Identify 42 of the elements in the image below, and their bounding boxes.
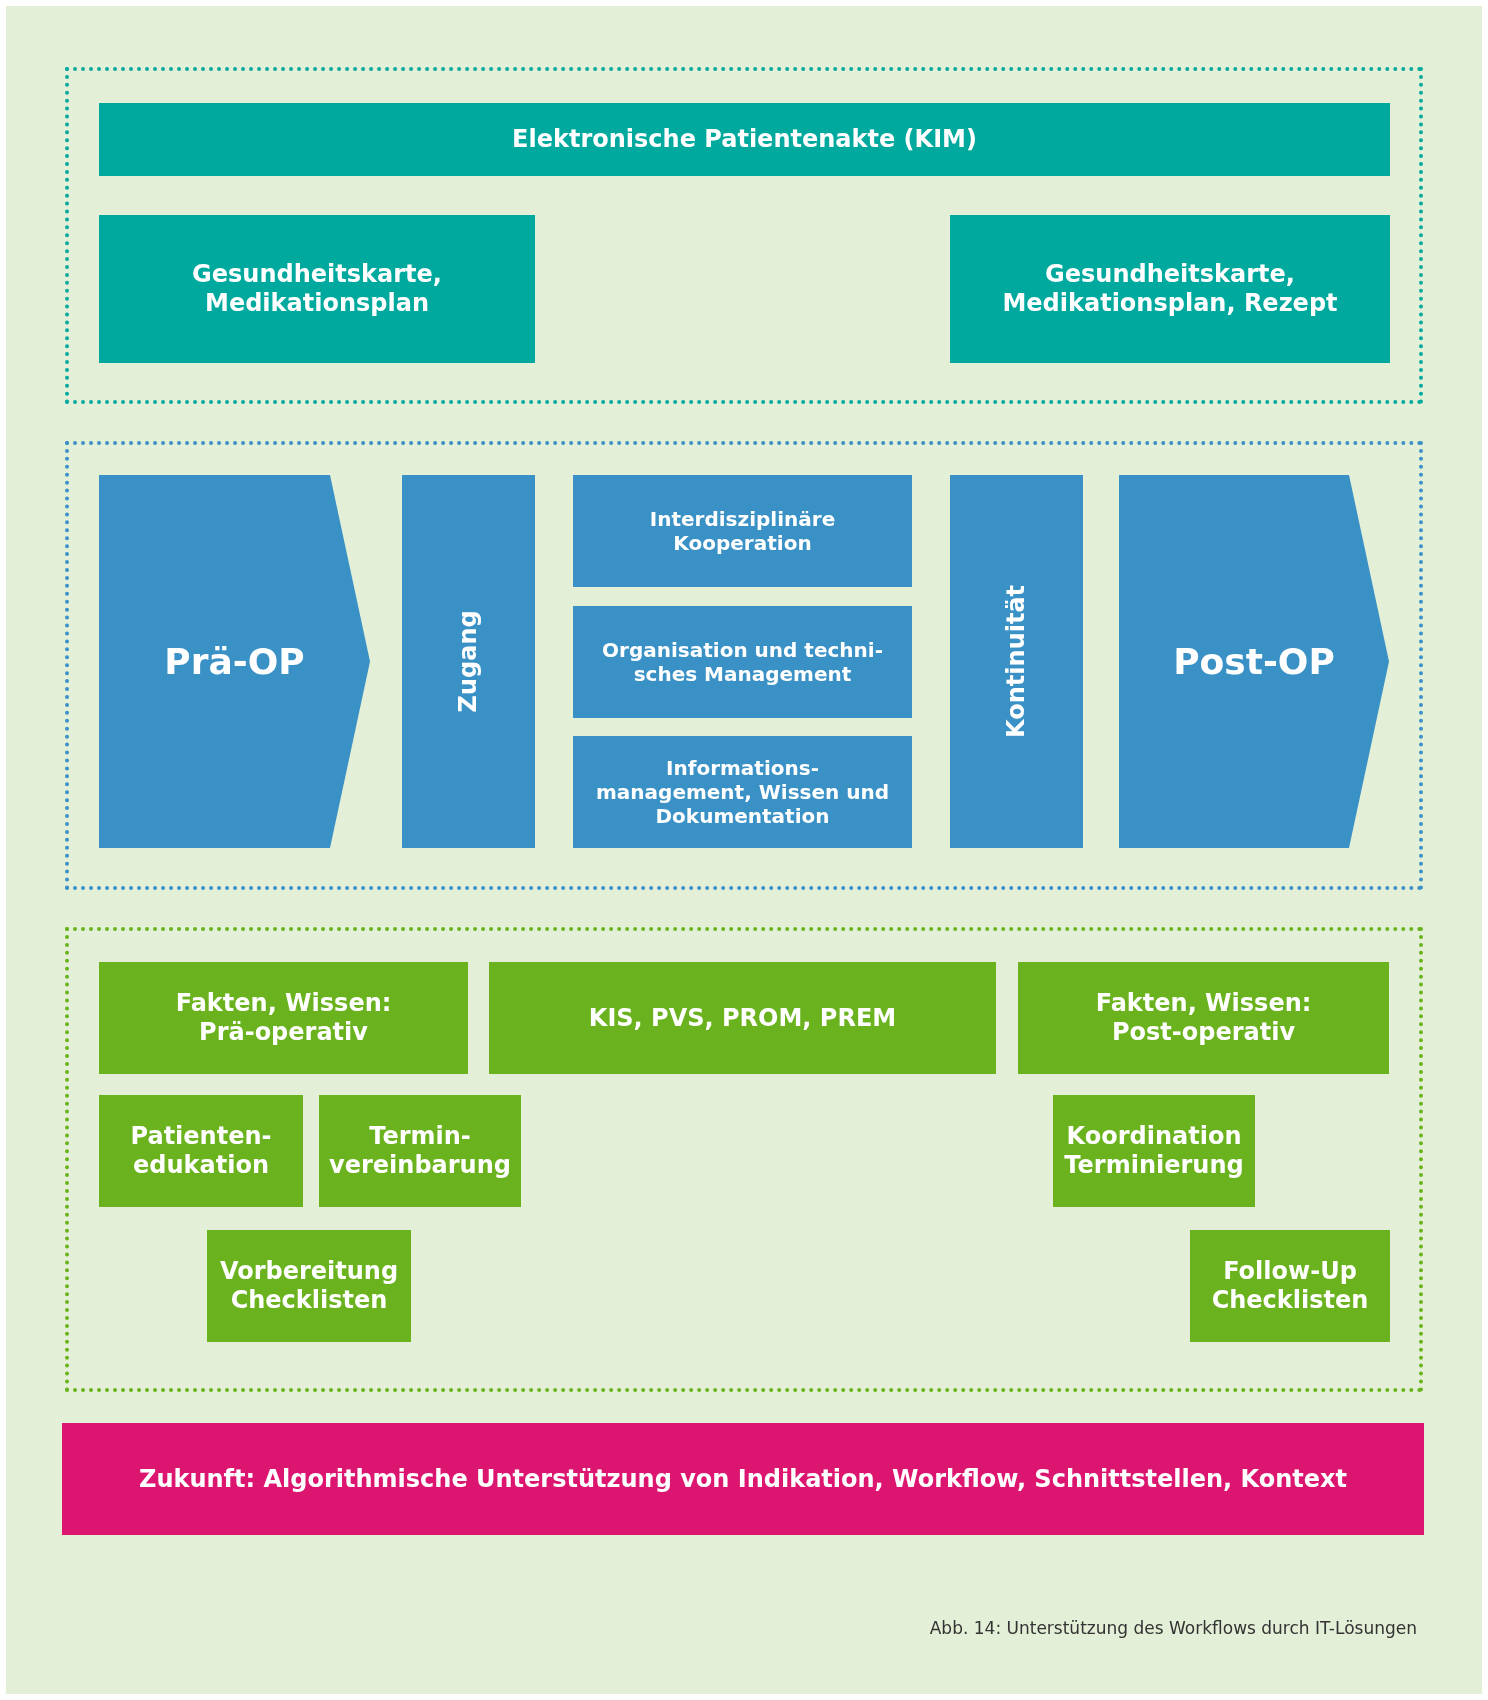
box-label: Vorbereitung Checklisten: [218, 1257, 400, 1315]
process-box: [489, 962, 996, 1074]
process-box: [207, 1230, 411, 1342]
process-box: [573, 475, 912, 587]
dotted-group-frame: [65, 927, 1423, 1392]
chevron-arrow: [1119, 475, 1389, 848]
box-label: KIS, PVS, PROM, PREM: [587, 1003, 898, 1033]
box-label: Prä-OP: [163, 639, 306, 684]
process-box: [1018, 962, 1389, 1074]
box-label: Gesundheitskarte, Medikationsplan: [191, 260, 443, 318]
figure-caption: Abb. 14: Unterstützung des Workflows durch IT-Lösungen: [929, 1618, 1417, 1638]
box-label: Termin- vereinbarung: [328, 1122, 512, 1180]
process-box: [1053, 1095, 1255, 1207]
process-box: [319, 1095, 521, 1207]
box-label: Gesundheitskarte, Medikationsplan, Rezept: [1001, 260, 1339, 318]
box-label: Zugang: [454, 610, 483, 713]
box-label: Post-OP: [1172, 639, 1336, 684]
process-box: [1190, 1230, 1390, 1342]
box-label: Elektronische Patientenakte (KIM): [511, 125, 978, 154]
chevron-arrow: [99, 475, 370, 848]
box-label: Informations- management, Wissen und Dokumentation: [595, 756, 890, 828]
process-box: [573, 736, 912, 848]
process-box: [950, 215, 1390, 363]
process-box: [99, 1095, 303, 1207]
box-label: Patienten- edukation: [129, 1122, 273, 1180]
box-label: Kontinuität: [1002, 585, 1031, 738]
column-box: [950, 475, 1083, 848]
box-label: Fakten, Wissen: Prä-operativ: [174, 989, 393, 1047]
process-box: [99, 962, 468, 1074]
box-label: Fakten, Wissen: Post-operativ: [1094, 989, 1313, 1047]
column-box: [402, 475, 535, 848]
box-label: Organisation und techni- sches Management: [601, 638, 884, 686]
dotted-group-frame: [65, 441, 1423, 890]
box-label: Follow-Up Checklisten: [1210, 1257, 1370, 1315]
process-box: [573, 606, 912, 718]
process-box: [99, 215, 535, 363]
process-box: [99, 103, 1390, 176]
box-label: Interdisziplinäre Kooperation: [648, 507, 837, 555]
box-label: Zukunft: Algorithmische Unterstützung von Indikation, Workflow, Schnittstellen, Kontext: [138, 1464, 1348, 1494]
box-label: Koordination Terminierung: [1063, 1122, 1245, 1180]
process-box: [62, 1423, 1424, 1535]
dotted-group-frame: [65, 67, 1423, 404]
